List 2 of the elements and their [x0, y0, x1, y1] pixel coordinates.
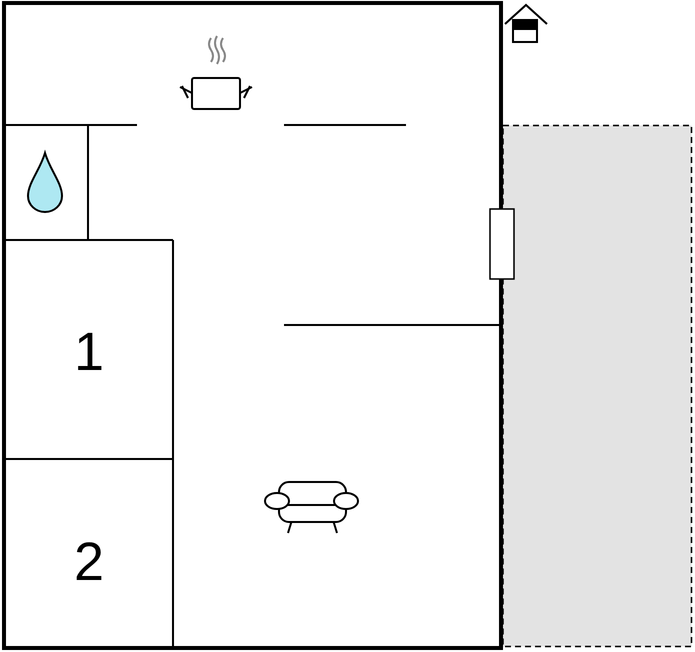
room-number: 1: [74, 325, 104, 379]
room-number: 2: [74, 535, 104, 589]
